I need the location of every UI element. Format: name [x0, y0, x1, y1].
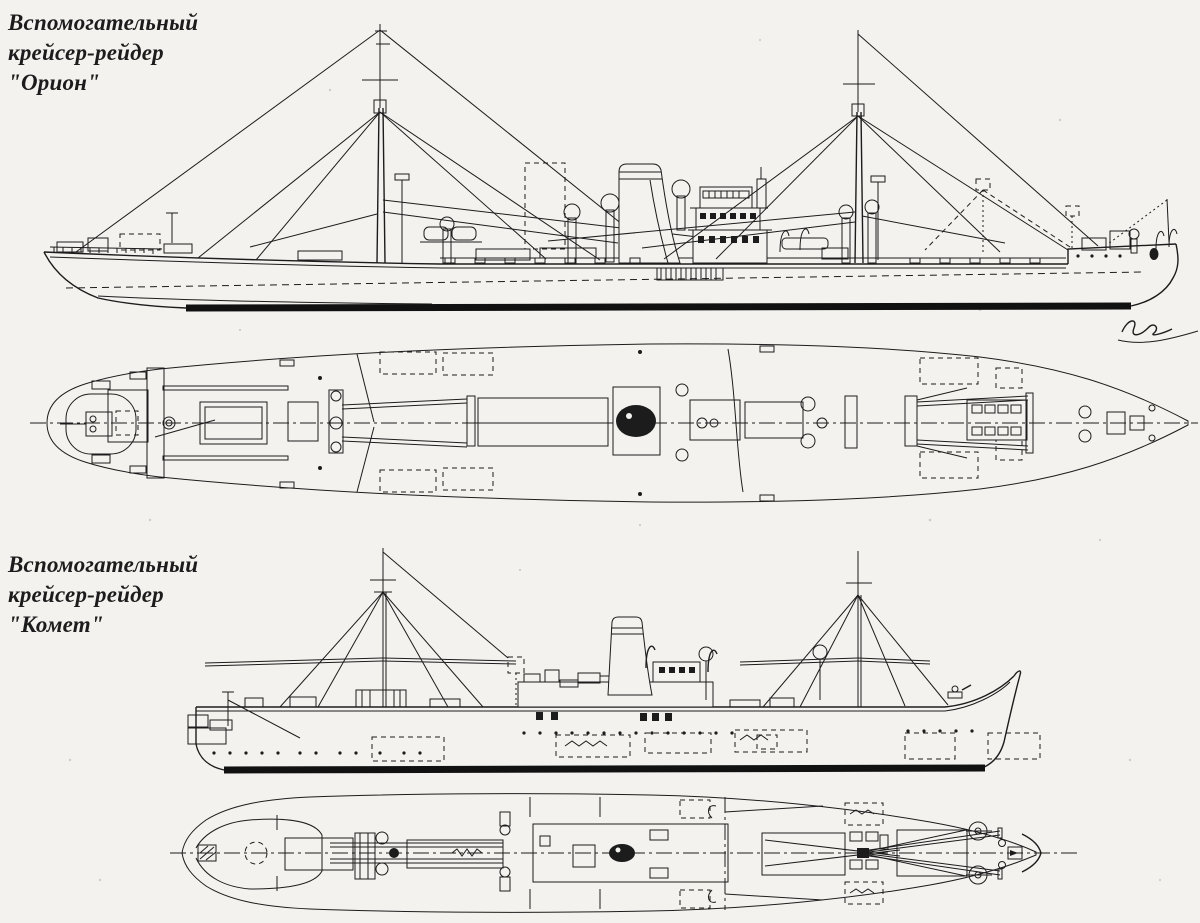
orion-plan-mainmast-and-booms	[904, 387, 1034, 459]
komet-side-view	[187, 548, 1041, 774]
caption-komet-line1: Вспомогательный	[8, 552, 199, 577]
komet-mainmast-rigging	[762, 594, 949, 708]
caption-komet-line2: крейсер-рейдер	[8, 581, 164, 607]
caption-komet-line3: "Комет"	[8, 611, 104, 637]
orion-forecastle	[49, 212, 343, 261]
komet-superstructure	[517, 616, 795, 721]
orion-funnel	[618, 163, 681, 264]
komet-hull-profile	[195, 670, 1022, 774]
komet-boot-topping-band	[223, 764, 986, 774]
komet-plan-bow-group	[966, 821, 1042, 885]
stern-davit	[1155, 230, 1165, 250]
stern-portholes	[1076, 248, 1159, 260]
orion-mainmast	[547, 30, 1099, 264]
komet-aft-gun	[947, 684, 972, 699]
orion-hull-profile	[43, 243, 1179, 312]
boat-davit	[707, 649, 718, 673]
orion-plan-stern-platform	[60, 371, 149, 474]
komet-plan-boats-dashed	[679, 799, 884, 909]
komet-hidden-compartments-dashed	[371, 729, 1041, 762]
orion-main-derrick-booms	[547, 211, 1006, 249]
komet-main-derrick-booms	[739, 657, 931, 666]
orion-plan-funnel	[616, 405, 656, 437]
komet-plan-foremast-booms	[284, 797, 601, 909]
scan-noise-specks	[68, 38, 1162, 882]
orion-boot-topping-band	[185, 302, 1132, 312]
orion-plan-view	[30, 343, 1198, 503]
boat-davit	[645, 645, 656, 669]
lifeboat	[451, 226, 477, 241]
boat-davit	[799, 228, 810, 251]
caption-orion-line3: "Орион"	[8, 69, 101, 95]
komet-mainmast	[739, 551, 972, 708]
komet-funnel	[607, 616, 653, 696]
orion-plan-midship	[477, 348, 858, 493]
orion-foremast-rigging	[75, 29, 659, 261]
komet-stern-platform	[187, 691, 317, 745]
komet-portholes	[212, 729, 974, 755]
orion-deck-fittings-strip	[444, 257, 1041, 264]
komet-hidden-mast-dashed	[507, 656, 525, 707]
komet-fore-derrick-booms	[204, 657, 517, 667]
komet-plan-superstructure	[532, 797, 729, 910]
orion-waterline	[65, 271, 1146, 289]
caption-orion-line1: Вспомогательный	[8, 10, 199, 35]
orion-hidden-topmasts-dashed	[924, 178, 1080, 252]
orion-plan-bow-group	[279, 345, 1156, 502]
lifeboat	[781, 237, 829, 250]
bow-stem-cap	[1021, 833, 1042, 873]
komet-plan-view	[170, 793, 1078, 913]
komet-foremast	[204, 548, 517, 708]
orion-accommodation-ladder	[656, 267, 724, 281]
orion-plan-foremast-and-booms	[146, 353, 476, 493]
stern-davit	[1168, 228, 1178, 248]
orion-midship-deck	[420, 162, 880, 281]
komet-plan-stern-group	[195, 815, 323, 891]
komet-plan-funnel	[609, 844, 635, 862]
orion-mainmast-rigging	[663, 33, 1099, 260]
komet-foremast-rigging	[279, 551, 509, 708]
caption-orion: Вспомогательный крейсер-рейдер "Орион"	[8, 8, 198, 98]
orion-boat-deck-aft	[779, 228, 849, 260]
caption-orion-line2: крейсер-рейдер	[8, 39, 164, 65]
orion-poop-deck	[1076, 198, 1178, 260]
lifeboat	[423, 226, 449, 241]
orion-side-view	[43, 24, 1179, 312]
caption-komet: Вспомогательный крейсер-рейдер "Комет"	[8, 550, 198, 640]
orion-plan-boats-dashed	[379, 351, 1023, 493]
orion-dummy-funnel-dashed	[524, 162, 566, 250]
orion-bridge-superstructure	[688, 167, 772, 264]
artist-signature	[1117, 320, 1199, 343]
boat-davit	[779, 230, 790, 253]
